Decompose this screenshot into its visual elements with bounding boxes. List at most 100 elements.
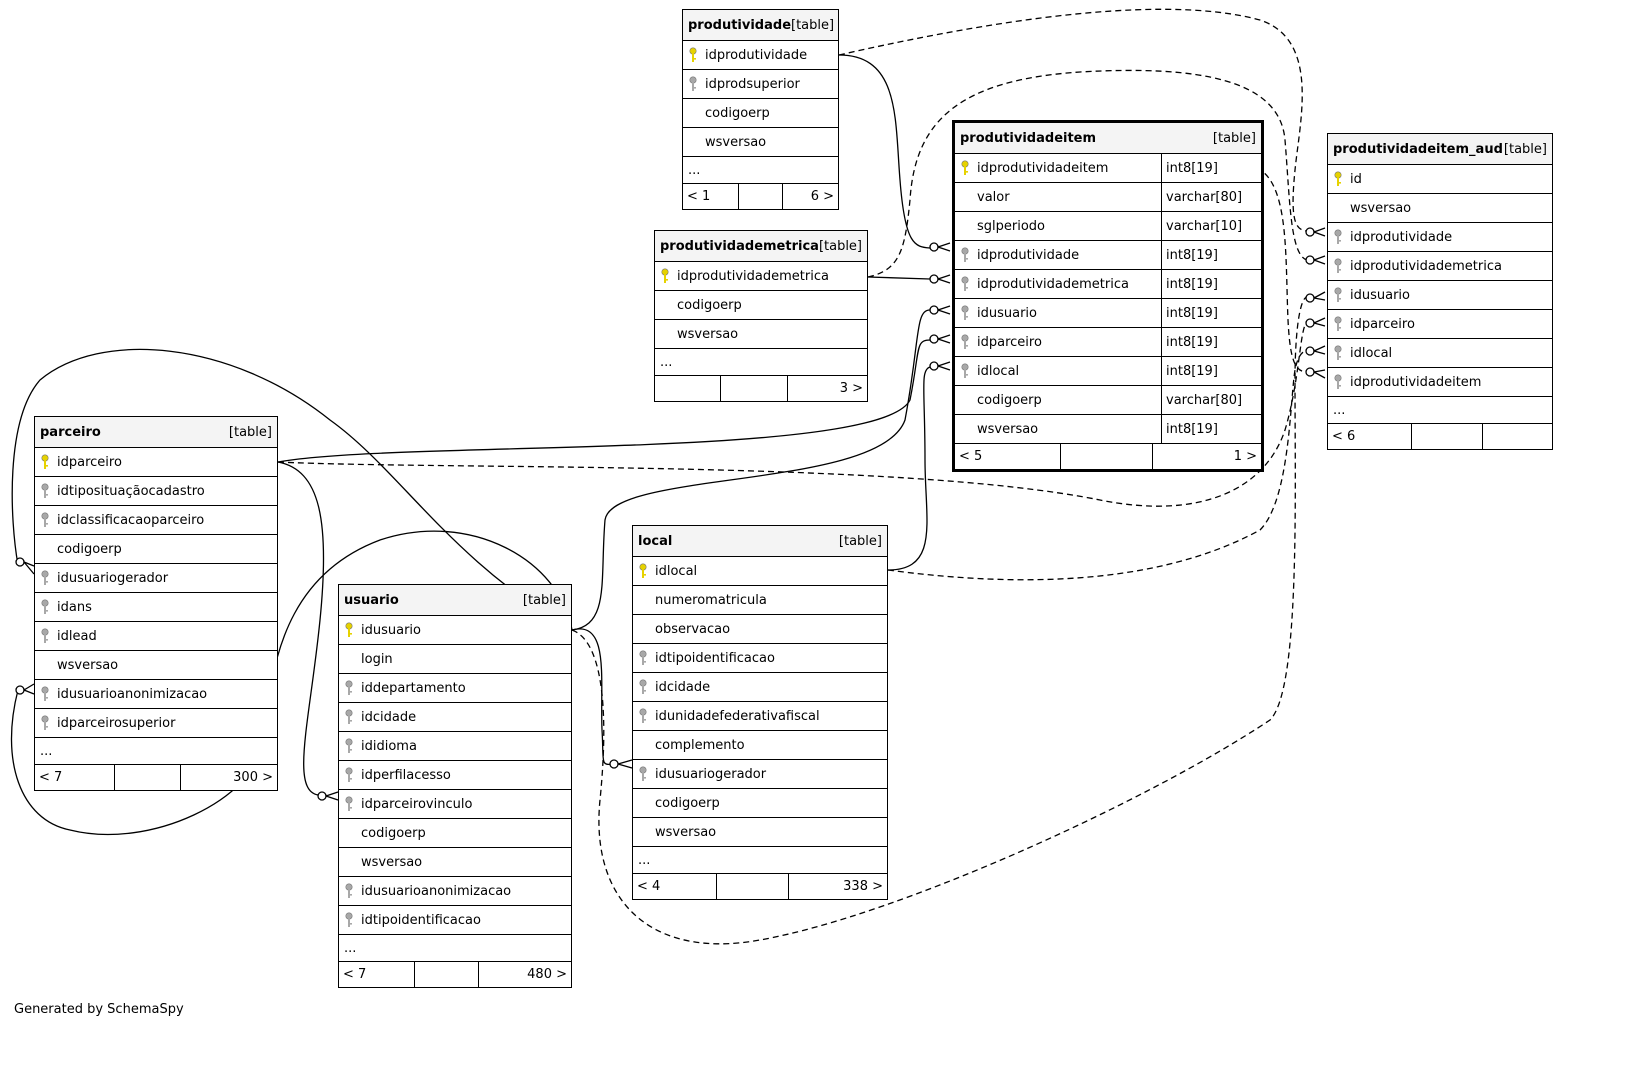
column-row[interactable]: idparceirovinculo [339, 790, 571, 819]
column-name: wsversao [977, 421, 1039, 437]
children-count[interactable]: 3 > [839, 381, 863, 396]
column-row[interactable]: idprodutividade [1328, 223, 1552, 252]
column-row[interactable]: idparceiro [35, 448, 277, 477]
column-row[interactable]: wsversao [633, 818, 887, 847]
column-row[interactable]: wsversao [683, 128, 838, 157]
column-row[interactable]: idcidade [339, 703, 571, 732]
children-count[interactable]: 1 > [1233, 449, 1257, 464]
column-name: login [361, 651, 393, 667]
column-row[interactable]: numeromatricula [633, 586, 887, 615]
column-row[interactable]: login [339, 645, 571, 674]
column-row[interactable]: observacao [633, 615, 887, 644]
column-name: idtipoidentificacao [655, 650, 775, 666]
parents-count[interactable]: < 4 [633, 874, 717, 899]
table-produtividadeitem[interactable]: produtividadeitem[table]idprodutividadei… [952, 120, 1264, 472]
column-row[interactable]: wsversao [655, 320, 867, 349]
column-row[interactable]: idperfilacesso [339, 761, 571, 790]
column-row[interactable]: wsversao [339, 848, 571, 877]
column-row[interactable]: codigoerp [655, 291, 867, 320]
table-footer: < 5 1 > [955, 444, 1261, 469]
table-produtividade[interactable]: produtividade[table] idprodutividade idpro… [682, 9, 839, 210]
column-row[interactable]: idprodsuperior [683, 70, 838, 99]
column-row[interactable]: idusuariogerador [35, 564, 277, 593]
edge-produtividademetrica-produtividadeitem [867, 276, 931, 280]
table-header[interactable]: produtividadeitem[table] [955, 123, 1261, 154]
column-name: wsversao [705, 134, 767, 150]
column-row[interactable]: idprodutividade [683, 41, 838, 70]
column-name: wsversao [57, 657, 119, 673]
column-row[interactable]: complemento [633, 731, 887, 760]
column-row[interactable]: idparceirosuperior [35, 709, 277, 738]
column-row[interactable]: idtipoidentificacao [339, 906, 571, 935]
table-header[interactable]: produtividade[table] [683, 10, 838, 41]
column-name: idprodutividademetrica [977, 276, 1129, 292]
column-name: idusuario [1350, 287, 1410, 303]
table-usuario[interactable]: usuario[table]idusuario login iddepartamen… [338, 584, 572, 988]
column-row[interactable]: codigoerp [35, 535, 277, 564]
column-row[interactable]: idusuario [339, 616, 571, 645]
table-header[interactable]: parceiro[table] [35, 417, 277, 448]
parents-count[interactable]: < 1 [683, 184, 739, 209]
parents-count[interactable] [655, 376, 721, 401]
column-row[interactable]: wsversao [1328, 194, 1552, 223]
children-count[interactable]: 300 > [233, 770, 273, 785]
column-row[interactable]: idusuarioanonimizacao [339, 877, 571, 906]
column-row[interactable]: idprodutividadeitem [1328, 368, 1552, 397]
column-row[interactable]: idclassificacaoparceiro [35, 506, 277, 535]
column-row[interactable]: iddepartamento [339, 674, 571, 703]
table-header[interactable]: local[table] [633, 526, 887, 557]
column-row[interactable]: idans [35, 593, 277, 622]
parents-count[interactable]: < 7 [35, 765, 115, 790]
children-count[interactable] [1483, 424, 1552, 449]
column-row[interactable]: idprodutividademetrica [1328, 252, 1552, 281]
column-row[interactable]: idunidadefederativafiscal [633, 702, 887, 731]
column-row[interactable]: idusuario [1328, 281, 1552, 310]
column-row[interactable]: idusuariogerador [633, 760, 887, 789]
foreign-key-icon [35, 512, 55, 528]
parents-count[interactable]: < 5 [955, 444, 1061, 469]
column-name: codigoerp [361, 825, 426, 841]
column-row[interactable]: ididioma [339, 732, 571, 761]
column-row[interactable]: idcidade [633, 673, 887, 702]
column-row[interactable]: codigoerp [339, 819, 571, 848]
children-count[interactable]: 338 > [843, 879, 883, 894]
table-produtividademetrica[interactable]: produtividademetrica[table]idprodutivida… [654, 230, 868, 402]
column-row[interactable]: idtipoidentificacao [633, 644, 887, 673]
column-row[interactable]: idlead [35, 622, 277, 651]
column-row[interactable]: idtiposituaçãocadastro [35, 477, 277, 506]
column-name: idprodutividadeitem [1350, 374, 1482, 390]
column-row[interactable]: idprodutividademetrica [655, 262, 867, 291]
column-name: idprodutividade [705, 47, 808, 63]
column-row[interactable]: id [1328, 165, 1552, 194]
parents-count[interactable]: < 7 [339, 962, 415, 987]
column-row[interactable]: idusuarioanonimizacao [35, 680, 277, 709]
table-header[interactable]: produtividadeitem_aud[table] [1328, 134, 1552, 165]
column-row[interactable]: idparceiro [1328, 310, 1552, 339]
column-row[interactable]: idlocal [1328, 339, 1552, 368]
primary-key-icon [655, 268, 675, 284]
column-row[interactable]: codigoerp [633, 789, 887, 818]
more-columns-indicator: ... [633, 847, 887, 874]
children-count[interactable]: 6 > [810, 189, 834, 204]
column-row[interactable]: codigoerp [683, 99, 838, 128]
column-row[interactable]: wsversao [35, 651, 277, 680]
column-row[interactable]: idlocal [633, 557, 887, 586]
table-header[interactable]: usuario[table] [339, 585, 571, 616]
table-header[interactable]: produtividademetrica[table] [655, 231, 867, 262]
parents-count[interactable]: < 6 [1328, 424, 1412, 449]
children-count[interactable]: 480 > [527, 967, 567, 982]
column-name: idusuarioanonimizacao [361, 883, 512, 899]
